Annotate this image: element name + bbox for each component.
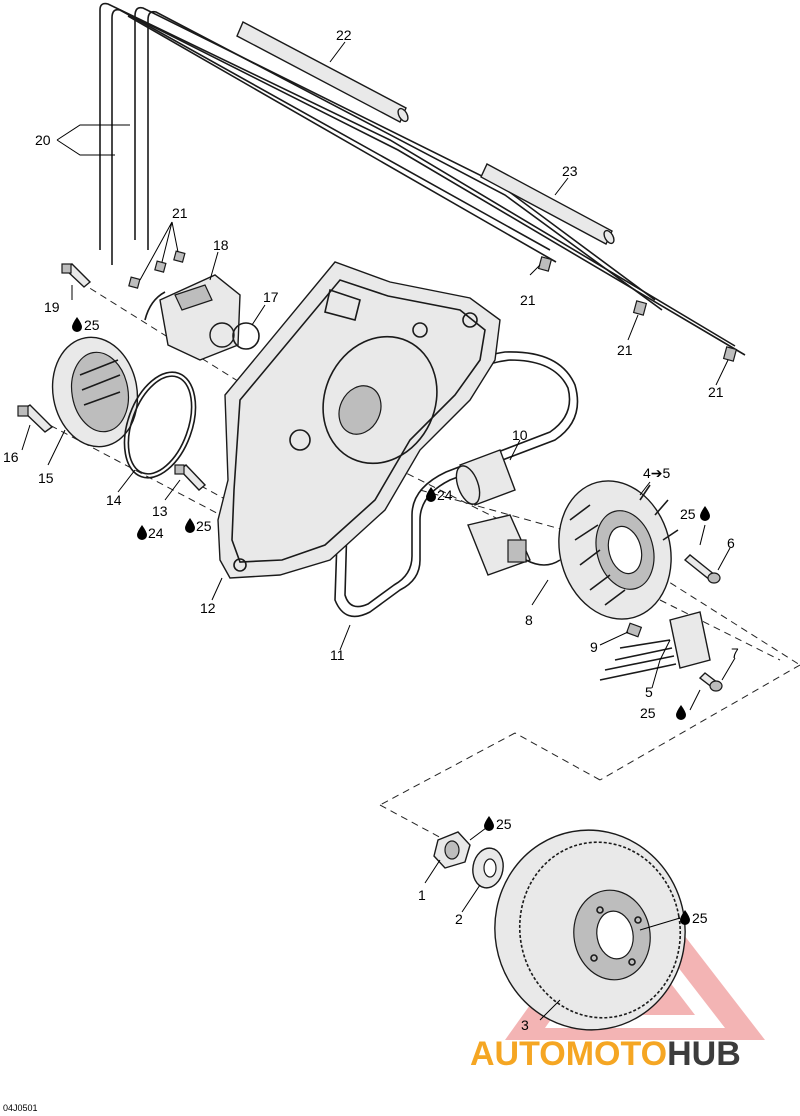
seal-14 bbox=[123, 371, 197, 479]
lubricant-ref-25: 25 bbox=[680, 506, 696, 522]
pump-18 bbox=[144, 274, 241, 361]
reference-code: 04J0501 bbox=[3, 1103, 38, 1113]
leader-lines bbox=[21, 41, 736, 1021]
watermark-text: AUTOMOTOHUB bbox=[470, 1035, 741, 1073]
clamps-21 bbox=[128, 250, 738, 362]
bolt-13 bbox=[174, 464, 207, 491]
drop-icon bbox=[680, 910, 690, 925]
bolt-19 bbox=[61, 263, 92, 288]
lubricant-ref-25: 25 bbox=[692, 910, 708, 926]
drop-icon bbox=[185, 518, 195, 533]
callout-19: 19 bbox=[44, 299, 60, 315]
lubricant-ref-25: 25 bbox=[496, 816, 512, 832]
washer-2 bbox=[472, 847, 504, 889]
callout-21: 21 bbox=[172, 205, 188, 221]
callout-6: 6 bbox=[727, 535, 735, 551]
callout-12: 12 bbox=[200, 600, 216, 616]
callout-22: 22 bbox=[336, 27, 352, 43]
callout-20: 20 bbox=[35, 132, 51, 148]
hose-23 bbox=[480, 163, 615, 245]
callout-10: 10 bbox=[512, 427, 528, 443]
drop-icon bbox=[137, 525, 147, 540]
drop-icon bbox=[72, 317, 82, 332]
callout-13: 13 bbox=[152, 503, 168, 519]
callout-1: 1 bbox=[418, 887, 426, 903]
callout-17: 17 bbox=[263, 289, 279, 305]
lubricant-ref-24: 24 bbox=[148, 525, 164, 541]
lubricant-ref-25: 25 bbox=[196, 518, 212, 534]
bolt-9 bbox=[625, 622, 643, 638]
callout-labels: 22 23 20 21 18 17 19 16 15 14 13 12 11 1… bbox=[3, 27, 739, 1033]
callout-3: 3 bbox=[521, 1017, 529, 1033]
lubricant-drop-icons bbox=[72, 317, 710, 925]
cover-15 bbox=[51, 336, 139, 448]
callout-18: 18 bbox=[213, 237, 229, 253]
drop-icon bbox=[484, 816, 494, 831]
bolt-6 bbox=[683, 554, 721, 584]
callout-9: 9 bbox=[590, 639, 598, 655]
bolt-7 bbox=[698, 672, 723, 692]
callout-5: 5 bbox=[645, 684, 653, 700]
sensor-5 bbox=[599, 611, 711, 681]
drop-icon bbox=[426, 487, 436, 502]
tube-20 bbox=[99, 2, 746, 356]
callout-16: 16 bbox=[3, 449, 19, 465]
callout-23: 23 bbox=[562, 163, 578, 179]
hose-22 bbox=[236, 21, 409, 123]
callout-15: 15 bbox=[38, 470, 54, 486]
callout-21: 21 bbox=[520, 292, 536, 308]
stator-4 bbox=[558, 480, 679, 620]
housing-12 bbox=[217, 261, 501, 579]
callout-14: 14 bbox=[106, 492, 122, 508]
flywheel-3 bbox=[494, 829, 686, 1031]
drop-icon bbox=[700, 506, 710, 521]
connector-8 bbox=[467, 514, 561, 576]
callout-21: 21 bbox=[617, 342, 633, 358]
nut-1 bbox=[433, 831, 471, 869]
callout-4-to-5: 4➔5 bbox=[643, 465, 671, 481]
callout-11: 11 bbox=[330, 647, 345, 663]
callout-21: 21 bbox=[708, 384, 724, 400]
drop-icon bbox=[676, 705, 686, 720]
sleeve-10 bbox=[455, 449, 516, 506]
callout-8: 8 bbox=[525, 612, 533, 628]
callout-7: 7 bbox=[731, 645, 739, 661]
lubricant-ref-25: 25 bbox=[640, 705, 656, 721]
o-ring-17 bbox=[232, 322, 260, 350]
lubricant-ref-24: 24 bbox=[437, 487, 453, 503]
lubricant-ref-25: 25 bbox=[84, 317, 100, 333]
callout-2: 2 bbox=[455, 911, 463, 927]
bolt-16 bbox=[17, 404, 54, 433]
